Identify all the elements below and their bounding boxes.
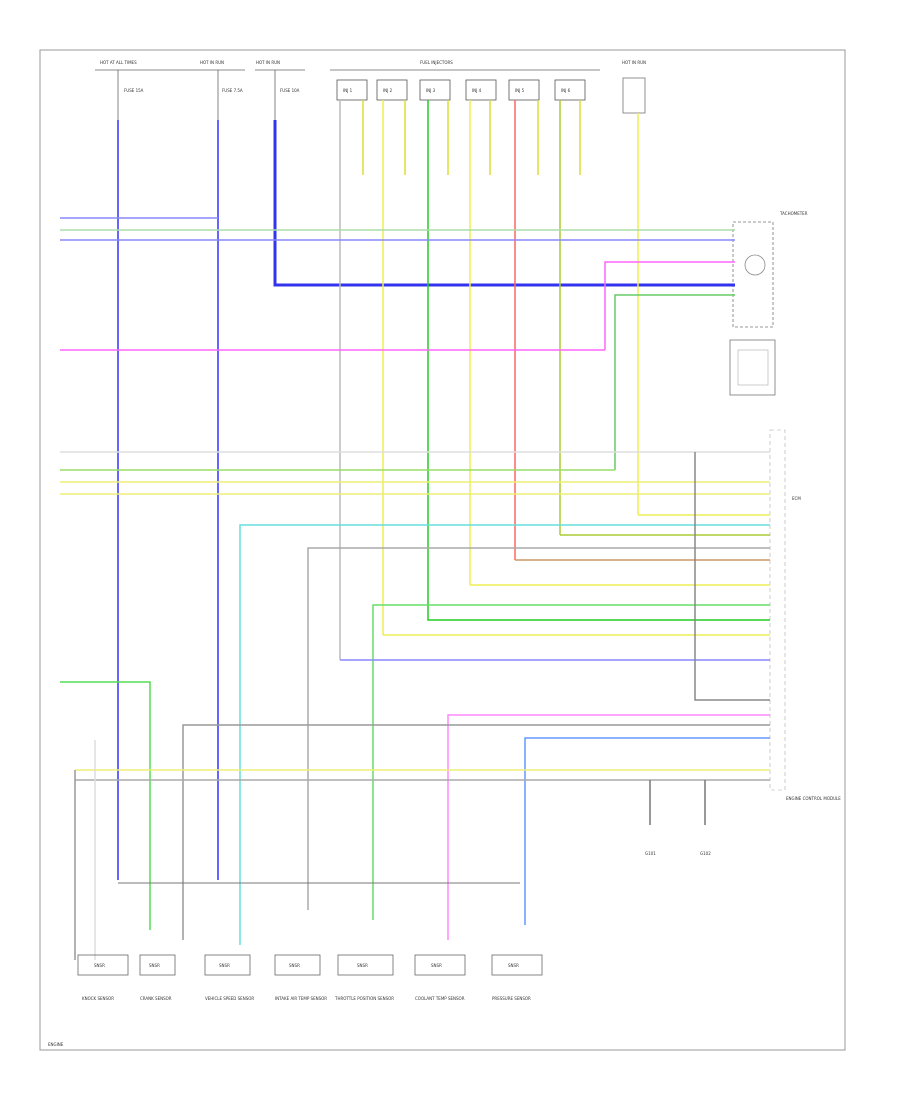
sensor-2-box: SNSR <box>149 963 160 968</box>
diagram-border <box>39 49 846 1051</box>
hot-in-run-right-title: HOT IN RUN <box>622 60 646 65</box>
injector-5-label: INJ 5 <box>515 88 525 93</box>
sensor-6-box: SNSR <box>431 963 442 968</box>
ecm-connector: ECM ENGINE CONTROL MODULE <box>769 429 841 801</box>
fuse-box-3-fuse: FUSE 10A <box>280 88 300 93</box>
injector-1-label: INJ 1 <box>343 88 353 93</box>
sensor-7-caption: PRESSURE SENSOR <box>492 996 531 1001</box>
tachometer-label: TACHOMETER <box>779 211 808 216</box>
sensor-1-caption: KNOCK SENSOR <box>82 996 114 1001</box>
sensor-4-box: SNSR <box>289 963 300 968</box>
injector-6-label: INJ 6 <box>561 88 571 93</box>
injector-2-label: INJ 2 <box>383 88 393 93</box>
fuse-box-1-title: HOT AT ALL TIMES <box>100 60 137 65</box>
injector-5: INJ 5 <box>508 79 540 101</box>
ground-caption-1: G101 <box>645 851 656 856</box>
fuse-box-1-fuse: FUSE 15A <box>124 88 144 93</box>
sensor-6-caption: COOLANT TEMP SENSOR <box>415 996 465 1001</box>
sensor-4-caption: INTAKE AIR TEMP SENSOR <box>275 996 327 1001</box>
sensor-5-box: SNSR <box>357 963 368 968</box>
sensor-1-box: SNSR <box>94 963 105 968</box>
injector-4: INJ 4 <box>465 79 497 101</box>
sensor-3: SNSR VEHICLE SPEED SENSOR <box>204 954 254 1001</box>
fuse-box-1: HOT AT ALL TIMES FUSE 15A <box>95 60 145 120</box>
sensor-5-caption: THROTTLE POSITION SENSOR <box>334 996 394 1001</box>
fuse-box-2-fuse: FUSE 7.5A <box>222 88 243 93</box>
pressure-module-box <box>729 339 776 396</box>
fuse-box-2: HOT IN RUN FUSE 7.5A <box>195 60 245 120</box>
sensor-7-box: SNSR <box>508 963 519 968</box>
injector-1: INJ 1 <box>336 79 368 101</box>
tachometer: TACHOMETER <box>732 211 808 328</box>
gauge-icon <box>744 254 766 276</box>
sensor-2: SNSR CRANK SENSOR <box>139 954 176 1001</box>
injector-2: INJ 2 <box>376 79 408 101</box>
injector-3-label: INJ 3 <box>426 88 436 93</box>
engine-control-module-label: ENGINE CONTROL MODULE <box>786 796 841 801</box>
fuse-box-3-title: HOT IN RUN <box>256 60 280 65</box>
injector-3: INJ 3 <box>419 79 451 101</box>
ground-caption-2: G102 <box>700 851 711 856</box>
sensor-6: SNSR COOLANT TEMP SENSOR <box>414 954 466 1001</box>
sensor-1: SNSR KNOCK SENSOR <box>77 954 129 1001</box>
ecm-label: ECM <box>792 496 801 501</box>
sensor-7: SNSR PRESSURE SENSOR <box>491 954 543 1001</box>
injector-6: INJ 6 <box>554 79 586 101</box>
injector-4-label: INJ 4 <box>472 88 482 93</box>
sensor-3-caption: VEHICLE SPEED SENSOR <box>205 996 254 1001</box>
footer-id: ENGINE <box>48 1042 64 1047</box>
sensor-4: SNSR INTAKE AIR TEMP SENSOR <box>274 954 327 1001</box>
sensor-2-caption: CRANK SENSOR <box>140 996 172 1001</box>
fuse-box-2-title: HOT IN RUN <box>200 60 224 65</box>
fuel-injectors-title: FUEL INJECTORS <box>420 60 453 65</box>
sensor-5: SNSR THROTTLE POSITION SENSOR <box>334 954 394 1001</box>
sensor-3-box: SNSR <box>219 963 230 968</box>
fuse-box-3: HOT IN RUN FUSE 10A <box>255 60 305 120</box>
